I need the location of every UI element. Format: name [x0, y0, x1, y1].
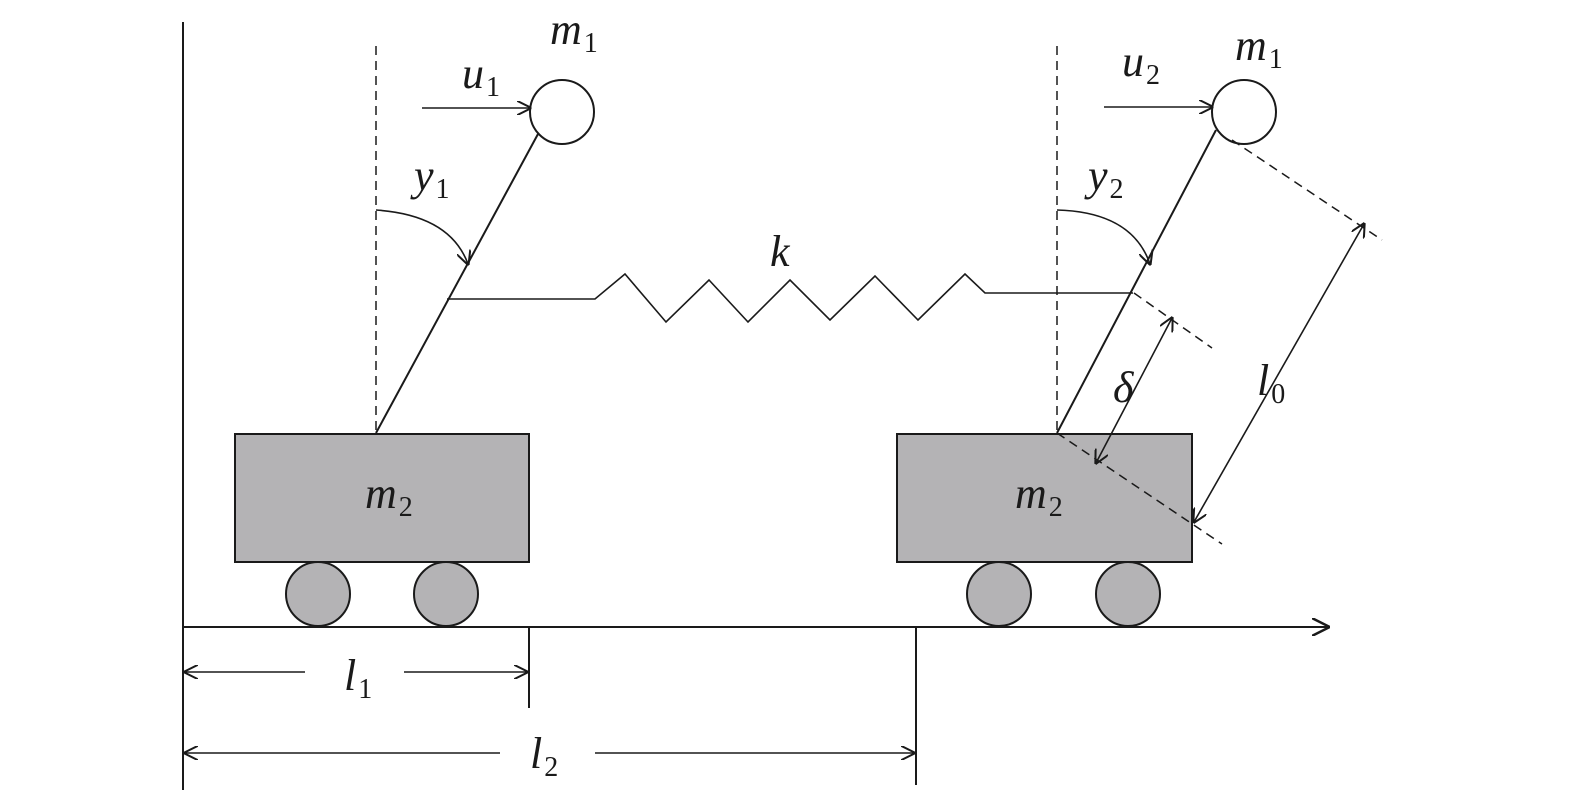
spring: [447, 272, 1133, 324]
label-k: k: [770, 227, 791, 276]
delta-top-dashed: [1133, 292, 1213, 349]
label-m2-left: m2: [365, 469, 413, 523]
pendulum-bob-left: [529, 79, 595, 145]
wheel-right-1: [966, 561, 1032, 627]
cart-left: [234, 433, 530, 563]
label-delta: δ: [1113, 363, 1135, 412]
wheel-right-2: [1095, 561, 1161, 627]
wheel-left-1: [285, 561, 351, 627]
l0-dimension-arrow: [1194, 224, 1364, 522]
label-l1: l1: [344, 651, 372, 705]
delta-dimension-arrow: [1096, 318, 1172, 463]
angle-arc-y2: [1056, 209, 1150, 264]
l0-top-dashed: [1231, 139, 1383, 241]
label-u1: u1: [462, 49, 500, 103]
label-m2-right: m2: [1015, 469, 1063, 523]
label-l0: l0: [1257, 356, 1285, 410]
label-l2: l2: [530, 729, 558, 783]
angle-arc-y1: [375, 209, 468, 264]
label-m1-left: m1: [550, 5, 598, 59]
label-y1: y1: [410, 151, 450, 205]
pendulum-bob-right: [1211, 79, 1277, 145]
wheel-left-2: [413, 561, 479, 627]
base-dashed: [1056, 432, 1223, 545]
label-u2: u2: [1122, 37, 1160, 91]
pendulum-rod-right: [1056, 129, 1217, 434]
pendulum-rod-left: [375, 133, 539, 434]
label-m1-right: m1: [1235, 21, 1283, 75]
label-y2: y2: [1084, 151, 1124, 205]
